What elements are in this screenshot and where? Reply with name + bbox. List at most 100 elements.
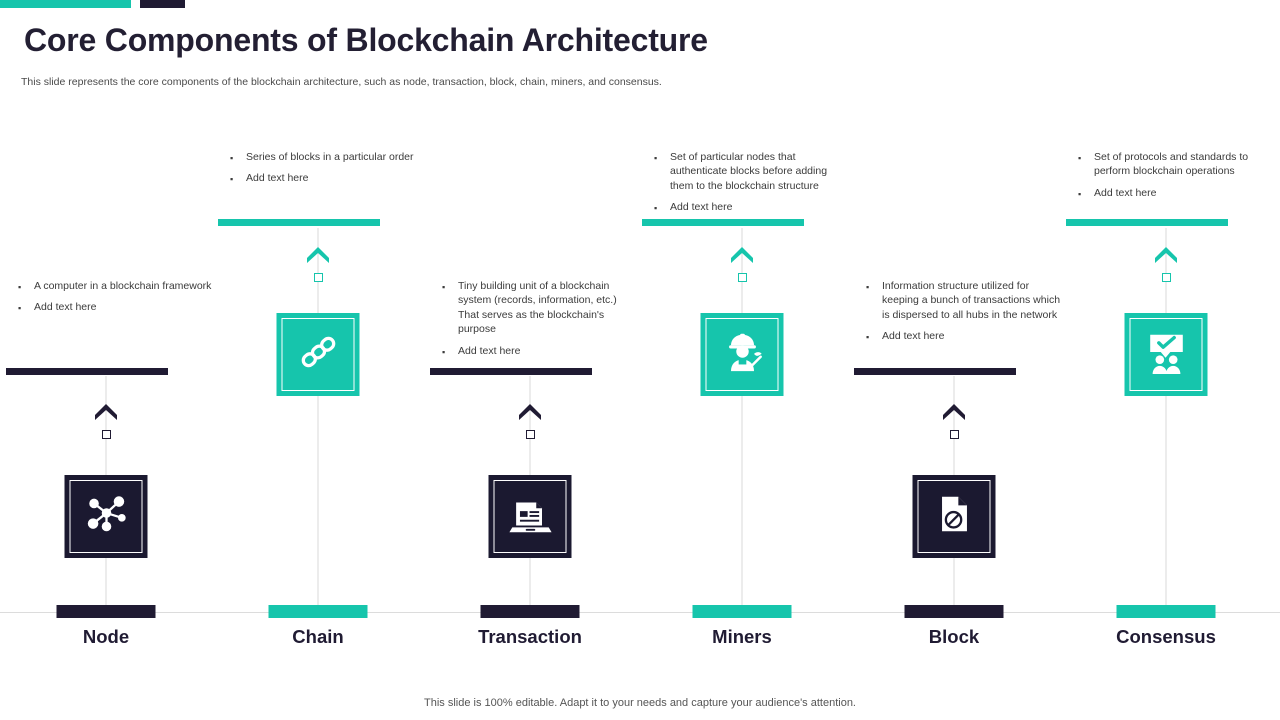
connector-marker [1151,246,1181,282]
bullet-marker-icon: ▪ [866,282,870,292]
bullet-text: Tiny building unit of a blockchain syste… [458,280,617,336]
bullet-underline-bar [430,368,592,375]
tile-inner-border [705,318,779,391]
icon-tile-miners[interactable] [700,313,784,396]
component-label-transaction: Transaction [478,626,582,647]
bullet-item: ▪ Tiny building unit of a blockchain sys… [442,279,638,337]
bullet-marker-icon: ▪ [18,303,22,314]
component-label-consensus: Consensus [1116,626,1216,647]
bullet-underline-bar [854,368,1016,375]
tile-inner-border [917,480,991,553]
bullet-underline-bar [642,219,804,226]
connector-marker [303,246,333,282]
bullet-marker-icon: ▪ [866,332,870,343]
page-title: Core Components of Blockchain Architectu… [24,22,708,58]
label-accent-bar [1116,605,1216,618]
bullet-underline-bar [218,219,380,226]
chevron-up-icon [95,404,117,420]
icon-tile-transaction[interactable] [488,475,572,558]
chevron-up-icon [307,247,329,263]
footer-note: This slide is 100% editable. Adapt it to… [424,697,856,709]
bullet-item: ▪ Add text here [654,200,850,214]
bullet-text: Set of particular nodes that authenticat… [670,151,828,192]
accent-bar-dark [140,0,185,8]
square-marker-icon [101,430,111,439]
bullet-item: ▪ Add text here [866,329,1062,343]
square-marker-icon [313,273,323,282]
component-column-transaction: ▪ Tiny building unit of a blockchain sys… [424,0,636,720]
chevron-up-icon [519,404,541,420]
bullet-text: A computer in a blockchain framework [34,280,212,292]
bullet-list-consensus: ▪ Set of protocols and standards to perf… [1078,150,1274,200]
component-column-block: ▪ Information structure utilized for kee… [848,0,1060,720]
icon-tile-node[interactable] [64,475,148,558]
component-column-miners: ▪ Set of particular nodes that authentic… [636,0,848,720]
timeline-baseline [0,612,1280,613]
bullet-item: ▪ Series of blocks in a particular order [230,150,426,164]
tile-inner-border [281,318,355,391]
bullet-text: Add text here [882,330,945,343]
bullet-text: Add text here [458,344,521,357]
chevron-up-icon [943,404,965,420]
square-marker-icon [1161,273,1171,282]
connector-marker [515,403,545,439]
bullet-text: Information structure utilized for keepi… [882,280,1061,321]
bullet-text: Add text here [670,201,733,214]
bullet-item: ▪ Add text here [230,171,426,185]
bullet-marker-icon: ▪ [18,282,22,292]
connector-marker [727,246,757,282]
square-marker-icon [737,273,747,282]
icon-tile-consensus[interactable] [1124,313,1208,396]
bullet-item: ▪ Set of particular nodes that authentic… [654,150,850,193]
bullet-list-transaction: ▪ Tiny building unit of a blockchain sys… [442,279,638,358]
bullet-text: Add text here [34,301,97,314]
connector-marker [91,403,121,439]
bullet-list-chain: ▪ Series of blocks in a particular order… [230,150,426,186]
bullet-list-miners: ▪ Set of particular nodes that authentic… [654,150,850,215]
bullet-item: ▪ A computer in a blockchain framework [18,279,214,293]
component-column-consensus: ▪ Set of protocols and standards to perf… [1060,0,1272,720]
connector-line [1165,228,1167,612]
bullet-item: ▪ Information structure utilized for kee… [866,279,1062,322]
bullet-text: Add text here [246,172,309,185]
network-node-icon [83,491,129,542]
tile-inner-border [493,480,567,553]
icon-tile-chain[interactable] [276,313,360,396]
tile-inner-border [1129,318,1203,391]
component-column-chain: ▪ Series of blocks in a particular order… [212,0,424,720]
people-approval-icon [1143,329,1189,380]
icon-tile-block[interactable] [912,475,996,558]
component-label-block: Block [928,626,980,647]
chevron-up-icon [731,247,753,263]
laptop-document-icon [507,491,553,542]
bullet-marker-icon: ▪ [654,203,658,214]
page-subtitle: This slide represents the core component… [21,76,662,88]
label-accent-bar [480,605,580,618]
component-label-node: Node [82,626,130,647]
component-label-chain: Chain [292,626,344,647]
bullet-item: ▪ Add text here [18,300,214,314]
connector-line [317,228,319,612]
connector-line [741,228,743,612]
label-accent-bar [904,605,1004,618]
bullet-marker-icon: ▪ [442,346,446,357]
bullet-marker-icon: ▪ [230,174,234,185]
label-accent-bar [692,605,792,618]
square-marker-icon [525,430,535,439]
component-column-node: ▪ A computer in a blockchain framework ▪… [0,0,212,720]
bullet-item: ▪ Add text here [442,344,638,358]
bullet-text: Series of blocks in a particular order [246,151,414,163]
bullet-underline-bar [1066,219,1228,226]
miner-worker-icon [719,329,765,380]
connector-marker [939,403,969,439]
label-accent-bar [268,605,368,618]
bullet-item: ▪ Add text here [1078,186,1274,200]
bullet-marker-icon: ▪ [230,153,234,163]
chevron-up-icon [1155,247,1177,263]
bullet-marker-icon: ▪ [1078,153,1082,163]
bullet-item: ▪ Set of protocols and standards to perf… [1078,150,1274,179]
bullet-text: Set of protocols and standards to perfor… [1094,151,1249,178]
tile-inner-border [69,480,143,553]
bullet-marker-icon: ▪ [654,153,658,163]
